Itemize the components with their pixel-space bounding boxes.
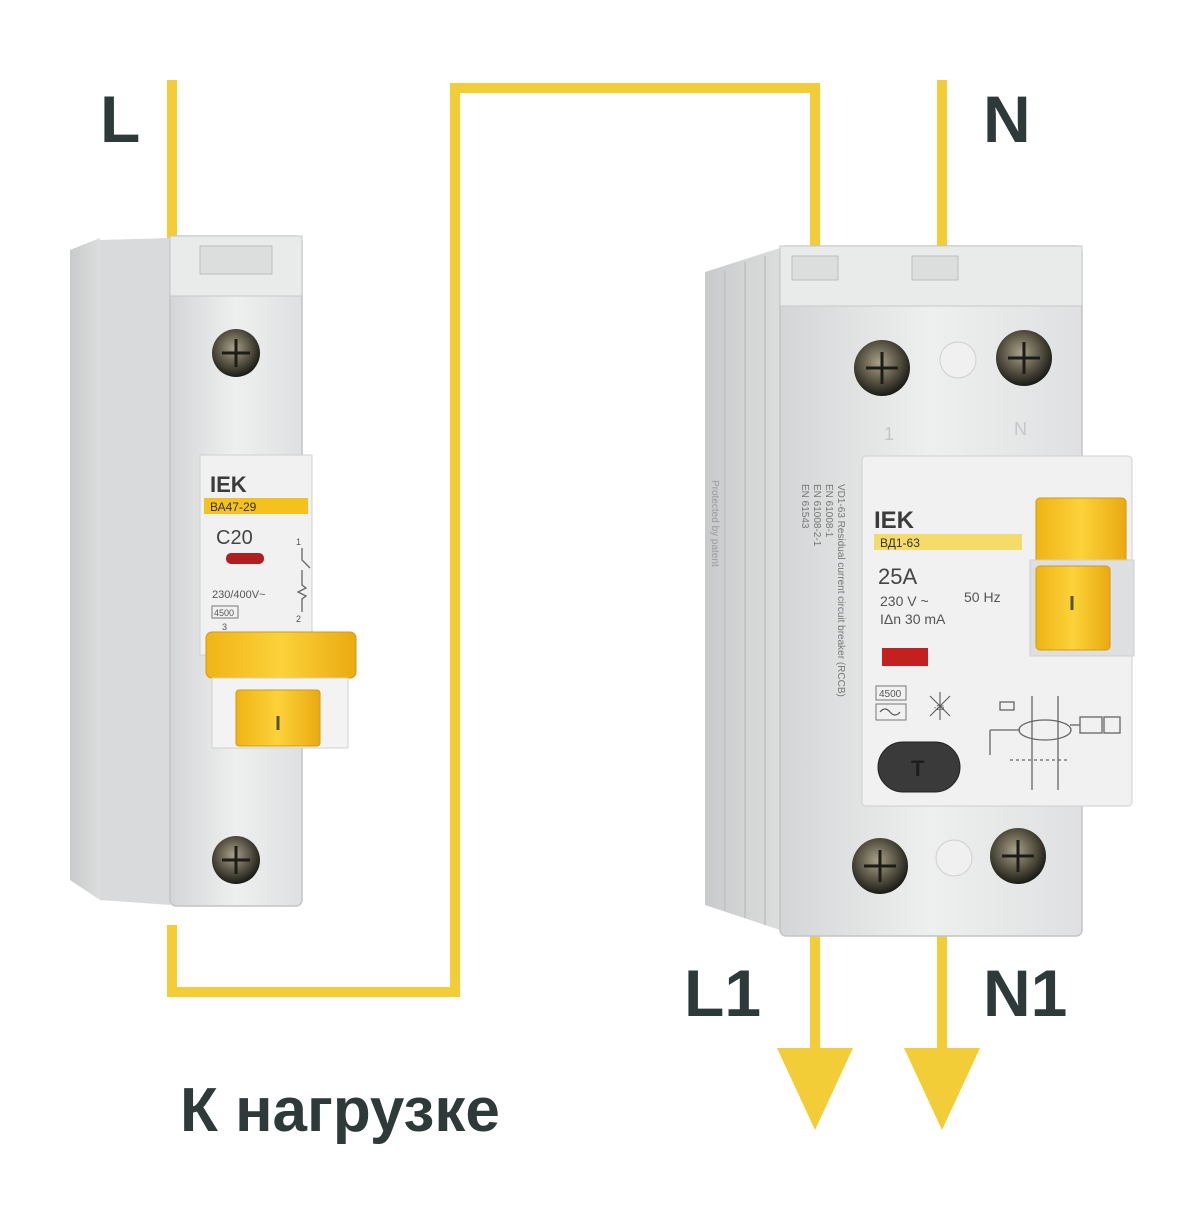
rcd-capacity: 4500 [879, 689, 902, 700]
breaker-capacity: 4500 [214, 608, 234, 618]
breaker-brand: IEK [210, 472, 247, 497]
rcd-side-text: VD1-63 Residual current circuit breaker … [835, 484, 846, 697]
wire-jumper [167, 83, 820, 997]
rcd-frequency: 50 Hz [964, 589, 1001, 605]
rcd-test-button[interactable] [877, 741, 961, 793]
rcd-standard-1: EN 61008-1 [823, 484, 834, 538]
label-line-out: L1 [684, 956, 762, 1030]
rcd-brand: IEK [874, 507, 915, 534]
breaker-class: 3 [222, 622, 227, 632]
rcd-standard-3: EN 61543 [799, 484, 810, 529]
arrow-down-icon [777, 1048, 853, 1130]
rcd-schematic [989, 696, 1121, 790]
breaker-rating: C20 [216, 527, 253, 549]
circuit-breaker: IEK ВА47-29 C20 230/400V~ 4500 3 1 2 [70, 235, 357, 907]
rcd-standard-2: EN 61008-2-1 [811, 484, 822, 547]
breaker-terminal-top: 1 [296, 537, 301, 547]
rcd-model: ВД1-63 [880, 536, 920, 550]
snowflake-icon [929, 692, 951, 720]
breaker-voltage: 230/400V~ [212, 589, 266, 601]
rcd-indicator [882, 648, 928, 666]
rcd-side-patent: Protected by patent [709, 480, 720, 567]
rcd-handle[interactable] [1035, 497, 1127, 565]
rcd-terminal-n: N [1014, 419, 1027, 439]
arrow-down-icon [904, 1048, 980, 1130]
label-neutral-out: N1 [983, 956, 1068, 1030]
breaker-indicator [226, 553, 264, 564]
label-load: К нагрузке [180, 1076, 500, 1145]
residual-current-device: Protected by patent 1 N VD1-63 Residual … [705, 245, 1135, 937]
rcd-terminal-1: 1 [884, 424, 894, 444]
breaker-terminal-bottom: 2 [296, 614, 301, 624]
label-neutral-in: N [983, 82, 1031, 156]
label-line-in: L [100, 82, 141, 156]
breaker-handle[interactable] [205, 631, 357, 679]
breaker-model: ВА47-29 [210, 500, 257, 514]
rcd-current: 25A [878, 564, 917, 589]
rcd-residual: IΔn 30 mA [880, 611, 946, 627]
rcd-temp: -25 [934, 705, 944, 712]
rcd-test-label: T [911, 756, 925, 781]
rcd-voltage: 230 V ~ [880, 593, 929, 609]
